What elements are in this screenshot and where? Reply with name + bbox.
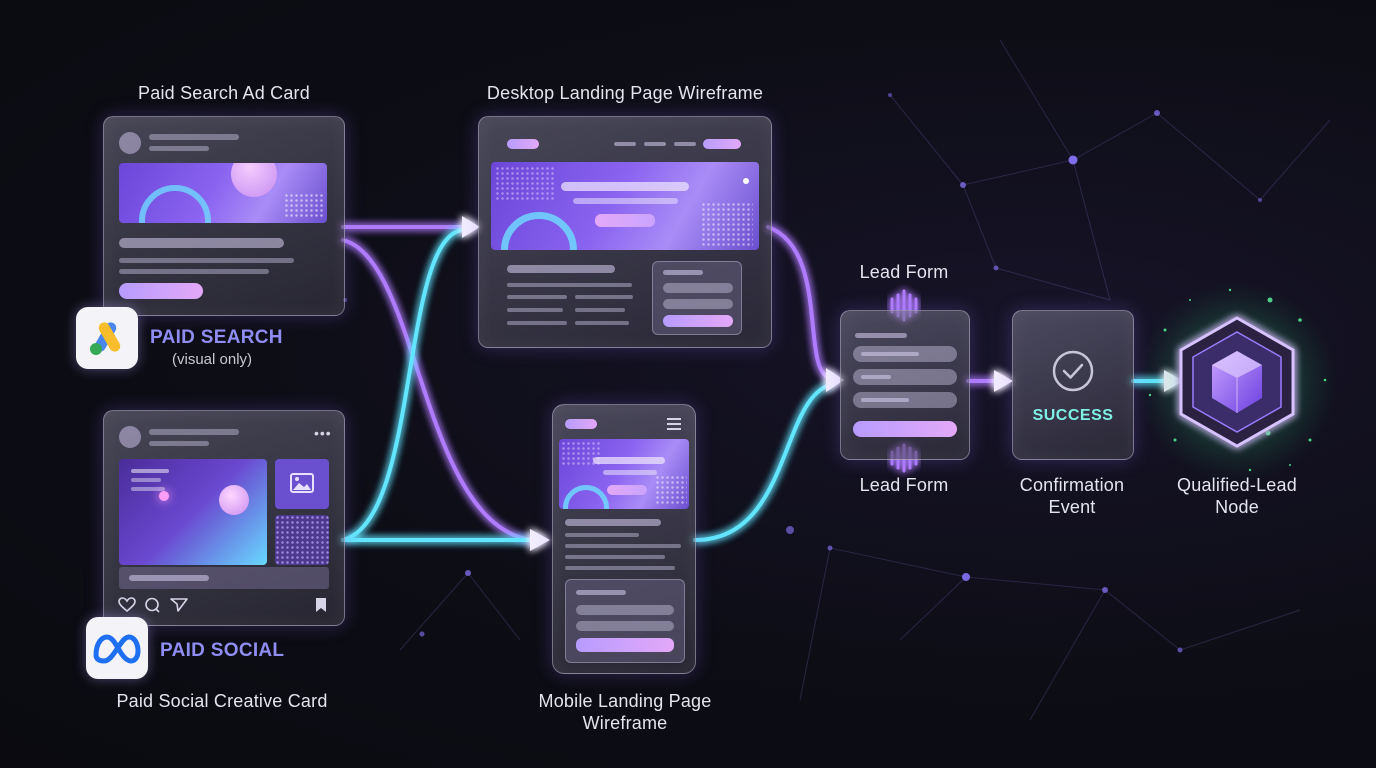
meta-icon — [93, 634, 141, 664]
desktop-landing-page-wireframe[interactable] — [478, 116, 772, 348]
form-field-2[interactable] — [853, 369, 957, 385]
body-line-3 — [565, 555, 665, 559]
avatar — [119, 132, 141, 154]
network-lines — [399, 39, 1331, 721]
body-line-6 — [507, 321, 567, 325]
confirmation-label-line1: Confirmation — [1019, 475, 1125, 495]
google-ads-icon — [90, 322, 121, 355]
ad-hero-image — [119, 163, 327, 223]
network-nodes — [343, 93, 1262, 653]
ad-cta-button[interactable] — [119, 283, 203, 299]
lead-form-card[interactable] — [840, 310, 970, 460]
logo-pill — [507, 139, 539, 149]
logo-pill — [565, 419, 597, 429]
mobile-hero-section — [559, 439, 689, 509]
send-icon[interactable] — [170, 597, 188, 613]
body-line-2 — [507, 295, 567, 299]
mobile-wireframe-label-line2: Wireframe — [582, 713, 668, 733]
paid-social-creative-card[interactable]: ••• — [103, 410, 345, 626]
paid-social-brand: PAID SOCIAL — [160, 640, 285, 661]
body-line-7 — [575, 321, 629, 325]
gem-icon — [1212, 351, 1262, 413]
more-options-icon[interactable]: ••• — [314, 425, 332, 441]
confirmation-label-line2: Event — [1048, 497, 1096, 517]
hamburger-menu-icon[interactable] — [667, 418, 681, 430]
paid-social-card-label: Paid Social Creative Card — [116, 691, 328, 711]
paid-search-ad-card[interactable] — [103, 116, 345, 316]
nav-item-1 — [614, 142, 636, 146]
body-line-3 — [575, 295, 633, 299]
desktop-form-panel[interactable] — [652, 261, 742, 335]
body-line-2 — [565, 544, 681, 548]
lead-form-label-top: Lead Form — [859, 262, 949, 282]
body-line-2 — [119, 269, 269, 274]
paid-search-brand: PAID SEARCH — [150, 327, 283, 348]
form-submit-button[interactable] — [853, 421, 957, 437]
body-line-1 — [507, 283, 632, 287]
lead-form-label-bottom: Lead Form — [859, 475, 949, 495]
mobile-landing-page-wireframe[interactable] — [552, 404, 696, 674]
form-field-1[interactable] — [853, 346, 957, 362]
title-line — [149, 429, 239, 435]
body-line-1 — [119, 258, 294, 263]
nav-cta-button[interactable] — [703, 139, 741, 149]
comment-icon[interactable] — [144, 597, 162, 613]
subtitle-line — [149, 441, 209, 446]
google-ads-badge — [76, 307, 138, 369]
title-line — [149, 134, 239, 140]
qualified-lead-label-line1: Qualified-Lead — [1177, 475, 1297, 495]
body-line-4 — [507, 308, 563, 312]
form-title-line — [855, 333, 907, 338]
body-line-1 — [565, 533, 639, 537]
confirmation-event-card[interactable]: SUCCESS — [1012, 310, 1134, 460]
image-thumbnail — [275, 459, 329, 509]
check-circle-icon — [1052, 350, 1094, 392]
nav-item-3 — [674, 142, 696, 146]
cyan-flow-lines — [341, 228, 1170, 542]
desktop-wireframe-label: Desktop Landing Page Wireframe — [486, 83, 764, 103]
paid-search-card-label: Paid Search Ad Card — [138, 83, 310, 103]
success-status: SUCCESS — [1032, 407, 1114, 424]
headline-line — [119, 238, 284, 248]
body-line-5 — [575, 308, 625, 312]
section-heading — [507, 265, 615, 273]
body-line-4 — [565, 566, 675, 570]
meta-badge — [86, 617, 148, 679]
bookmark-icon[interactable] — [314, 597, 328, 613]
image-icon — [290, 473, 314, 493]
mobile-wireframe-label-line1: Mobile Landing Page — [538, 691, 712, 711]
desktop-hero-section — [491, 162, 759, 250]
qualified-lead-label-line2: Node — [1215, 497, 1259, 517]
nav-item-2 — [644, 142, 666, 146]
paid-search-note: (visual only) — [172, 351, 253, 368]
mobile-form-panel[interactable] — [565, 579, 685, 663]
subtitle-line — [149, 146, 209, 151]
heart-icon[interactable] — [118, 597, 136, 613]
avatar — [119, 426, 141, 448]
dot-pattern-thumbnail — [275, 515, 329, 565]
section-heading — [565, 519, 661, 526]
creative-image — [119, 459, 267, 565]
form-field-3[interactable] — [853, 392, 957, 408]
caption-strip — [119, 567, 329, 589]
